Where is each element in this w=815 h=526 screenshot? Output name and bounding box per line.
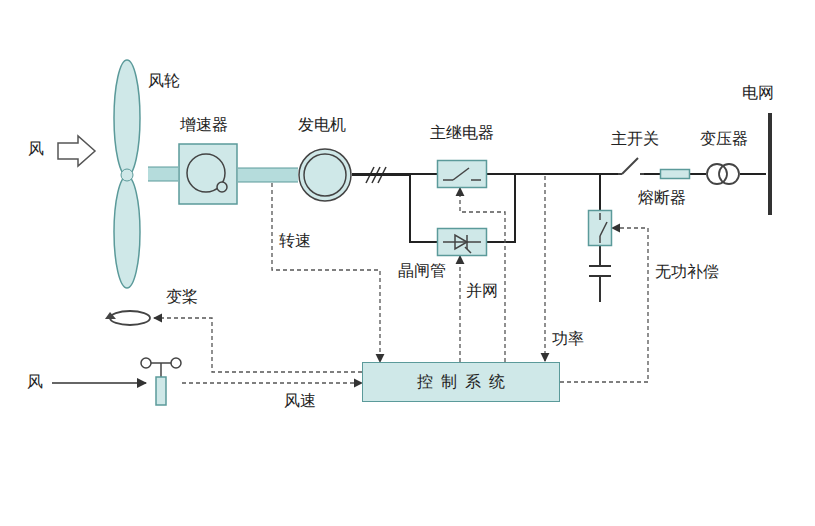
signal-label: 风速 <box>283 392 317 410</box>
signal-line <box>154 318 362 372</box>
signal-label: 转速 <box>278 232 312 250</box>
shaft-outline <box>238 168 298 182</box>
signal-label: 功率 <box>551 330 585 348</box>
drawing-part <box>471 179 481 181</box>
transformer-shape <box>706 162 740 186</box>
power-wire <box>740 173 766 175</box>
drawing-part <box>599 246 601 266</box>
part-label: 发电机 <box>298 116 346 134</box>
drawing-part <box>110 311 150 325</box>
part-label: 风 <box>27 373 43 391</box>
drawing-part <box>160 363 162 377</box>
drawing-part <box>599 213 601 220</box>
signal-line <box>459 256 460 362</box>
grid-bus: 电网 <box>766 113 774 215</box>
drawing-part <box>179 144 237 204</box>
signal-line <box>182 382 362 383</box>
drawing-part <box>304 154 346 196</box>
drawing-part <box>114 176 140 288</box>
part-label: 晶闸管 <box>398 262 446 280</box>
signal-line <box>560 228 648 382</box>
thyristor: 晶闸管 <box>437 228 487 256</box>
drawing-part <box>443 241 481 243</box>
drawing-part <box>589 265 611 267</box>
generator-shape <box>298 148 352 202</box>
drawing-part <box>453 168 469 180</box>
drawing-part <box>156 377 166 405</box>
anemometer: 风 <box>140 355 182 405</box>
drawing-part <box>171 358 181 368</box>
grid-bus-shape <box>766 113 774 215</box>
fuse-shape <box>660 169 690 179</box>
drive-shaft <box>238 168 298 182</box>
box-title: 控制系统 <box>409 373 513 391</box>
signal-line <box>272 183 380 362</box>
gearbox: 增速器 <box>178 143 238 205</box>
drawing-part <box>466 235 468 249</box>
signal-label: 并网 <box>465 282 499 300</box>
power-wire <box>352 175 437 242</box>
part-label: 主继电器 <box>430 124 494 142</box>
main-relay-shape <box>437 160 487 188</box>
wind-arrow <box>52 382 146 384</box>
drawing-part <box>105 312 116 319</box>
signal-line <box>460 188 505 362</box>
power-wire <box>487 174 600 210</box>
capacitor-symbol <box>589 246 611 302</box>
compensation-switch-shape <box>588 210 612 246</box>
part-label: 变压器 <box>700 130 748 148</box>
drawing-part <box>438 229 487 256</box>
pitch-icon: 变桨 <box>108 308 154 328</box>
part-label: 电网 <box>742 84 774 102</box>
main-relay: 主继电器 <box>437 160 487 188</box>
drawing-part <box>707 164 727 184</box>
drawing-part <box>768 113 772 215</box>
drawing-part <box>661 170 690 179</box>
drawing-part <box>141 358 151 368</box>
transformer: 变压器 <box>706 162 740 186</box>
gearbox-shape <box>178 143 238 205</box>
wind-arrow <box>58 136 95 166</box>
drawing-part <box>465 247 471 253</box>
part-label: 风轮 <box>148 72 180 90</box>
drawing-part <box>640 173 644 175</box>
thyristor-shape <box>437 228 487 256</box>
power-wire <box>644 173 660 175</box>
drawing-part <box>622 158 638 174</box>
power-signal-line <box>544 176 545 361</box>
drawing-part <box>217 182 227 192</box>
power-wire <box>690 173 706 175</box>
pitch-icon-shape <box>108 308 154 328</box>
rotor-shape <box>106 58 148 288</box>
wind-label: 风 <box>27 140 45 158</box>
fuse: 熔断器 <box>660 169 690 179</box>
main-switch-shape <box>618 156 644 176</box>
main-switch: 主开关 <box>618 156 644 176</box>
drawing-part <box>599 236 601 243</box>
shaft-outline <box>148 167 178 181</box>
drawing-part <box>589 211 612 246</box>
drawing-part <box>299 149 351 201</box>
drive-shaft <box>148 167 178 181</box>
generator: 发电机 <box>298 148 352 202</box>
part-label: 变桨 <box>166 288 198 306</box>
drawing-part <box>443 179 453 181</box>
rotor: 风轮 <box>106 58 148 288</box>
control-system-box: 控制系统 <box>362 362 560 402</box>
anemometer-shape <box>140 355 182 405</box>
power-wire <box>487 174 600 242</box>
drawing-part <box>121 169 133 181</box>
drawing-part <box>114 60 140 176</box>
drawing-part <box>599 276 601 302</box>
drawing-part <box>438 161 487 188</box>
part-label: 无功补偿 <box>655 263 719 281</box>
drawing-part <box>600 222 607 236</box>
compensation-switch: 无功补偿 <box>588 210 612 246</box>
part-label: 主开关 <box>611 130 659 148</box>
part-label: 增速器 <box>180 116 228 134</box>
part-label: 熔断器 <box>638 189 686 207</box>
drawing-part <box>719 164 739 184</box>
